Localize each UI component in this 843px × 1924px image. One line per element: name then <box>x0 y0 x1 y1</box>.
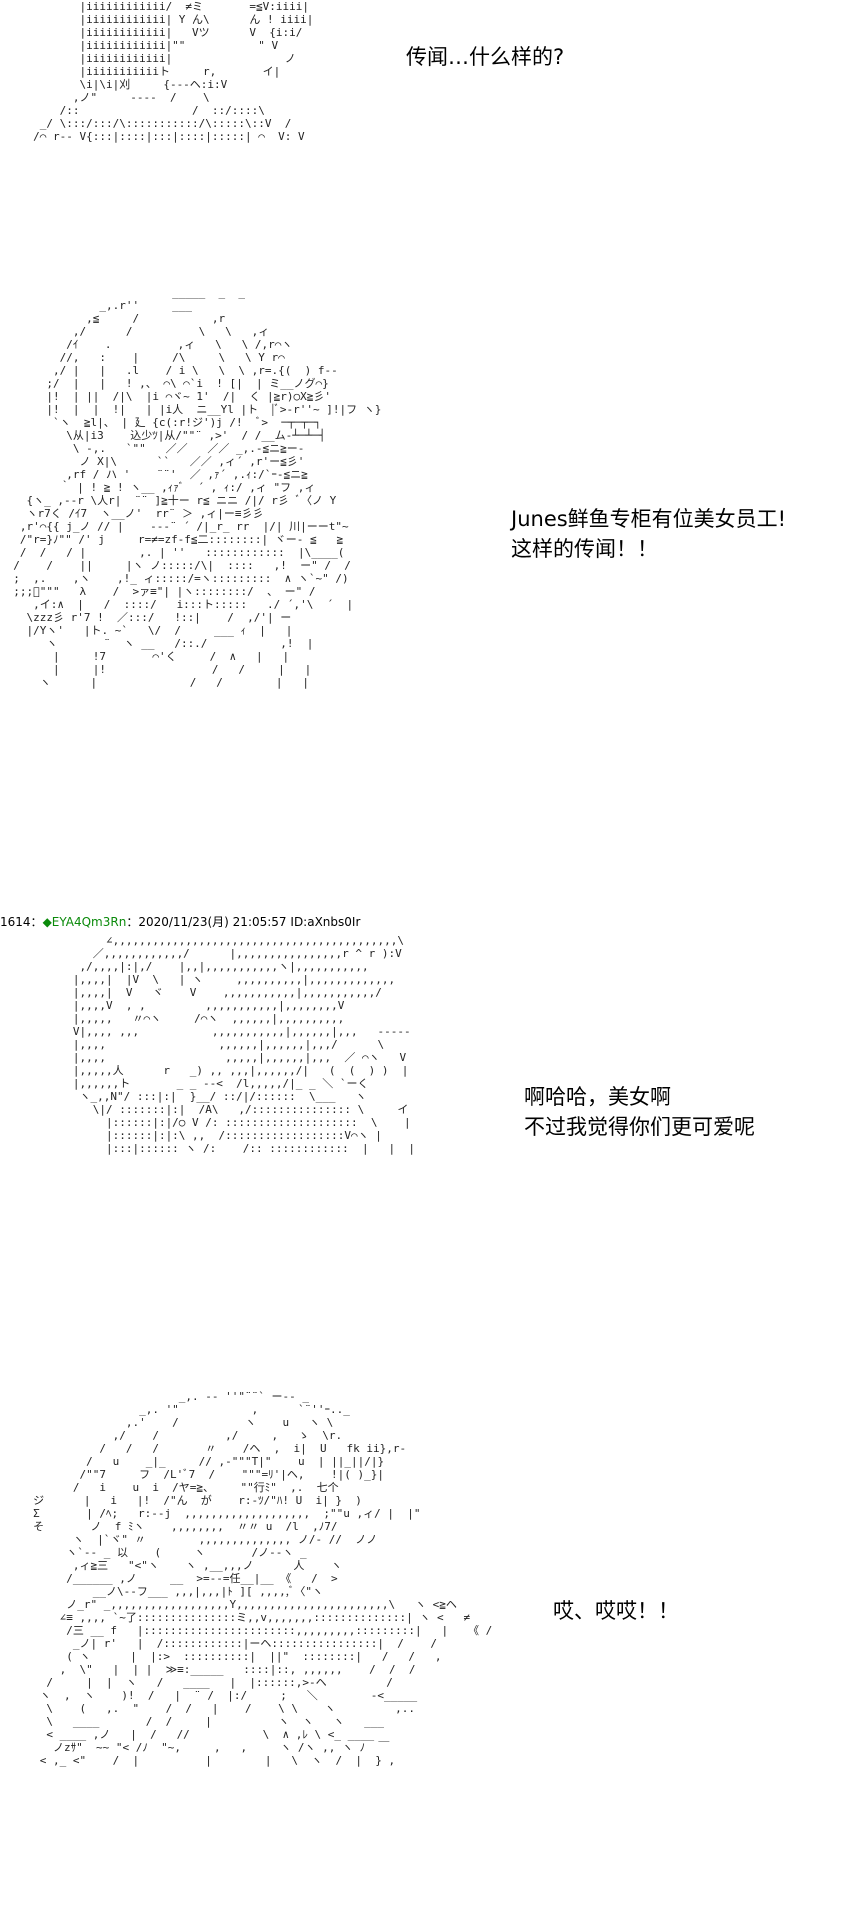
speech-panel-1: 传闻…什么样的? <box>406 42 564 72</box>
post-id: ID:aXnbs0Ir <box>290 915 361 929</box>
ascii-art-panel-4: _,. -‐ ''"¨¨` ー-- _ _,. '" , `¨''ｰ.._ ,.… <box>33 1390 493 1767</box>
post-separator: ： <box>30 915 43 929</box>
post-header: 1614：◆EYA4Qm3Rn：2020/11/23(月) 21:05:57 I… <box>0 914 360 930</box>
speech-line: 传闻…什么样的? <box>406 45 565 69</box>
post-date: ：2020/11/23(月) 21:05:57 <box>126 915 287 929</box>
post-number: 1614 <box>0 915 31 929</box>
ascii-art-panel-2: _____ _ _ _,.r'' ___ ,≦ / ,r ,/ / \ \ ,ィ… <box>13 286 382 689</box>
speech-line: 不过我觉得你们更可爱呢 <box>524 1115 755 1139</box>
ascii-art-panel-1: |iiiiiiiiiiii/ ≠ミ =≦V:iiii| |iiiiiiiiiii… <box>33 0 314 143</box>
speech-panel-2: Junes鲜鱼专柜有位美女员工! 这样的传闻！！ <box>511 504 786 564</box>
speech-line: 哎、哎哎！！ <box>553 1599 679 1623</box>
speech-line: 啊哈哈，美女啊 <box>524 1085 671 1109</box>
speech-line: Junes鲜鱼专柜有位美女员工! <box>511 507 787 531</box>
speech-line: 这样的传闻！！ <box>511 537 658 561</box>
ascii-art-panel-3: ∠,,,,,,,,,,,,,,,,,,,,,,,,,,,,,,,,,,,,,,,… <box>72 934 415 1155</box>
speech-panel-4: 哎、哎哎！！ <box>553 1596 679 1626</box>
poster-name-link[interactable]: ◆EYA4Qm3Rn <box>42 915 127 929</box>
speech-panel-3: 啊哈哈，美女啊 不过我觉得你们更可爱呢 <box>524 1082 755 1142</box>
